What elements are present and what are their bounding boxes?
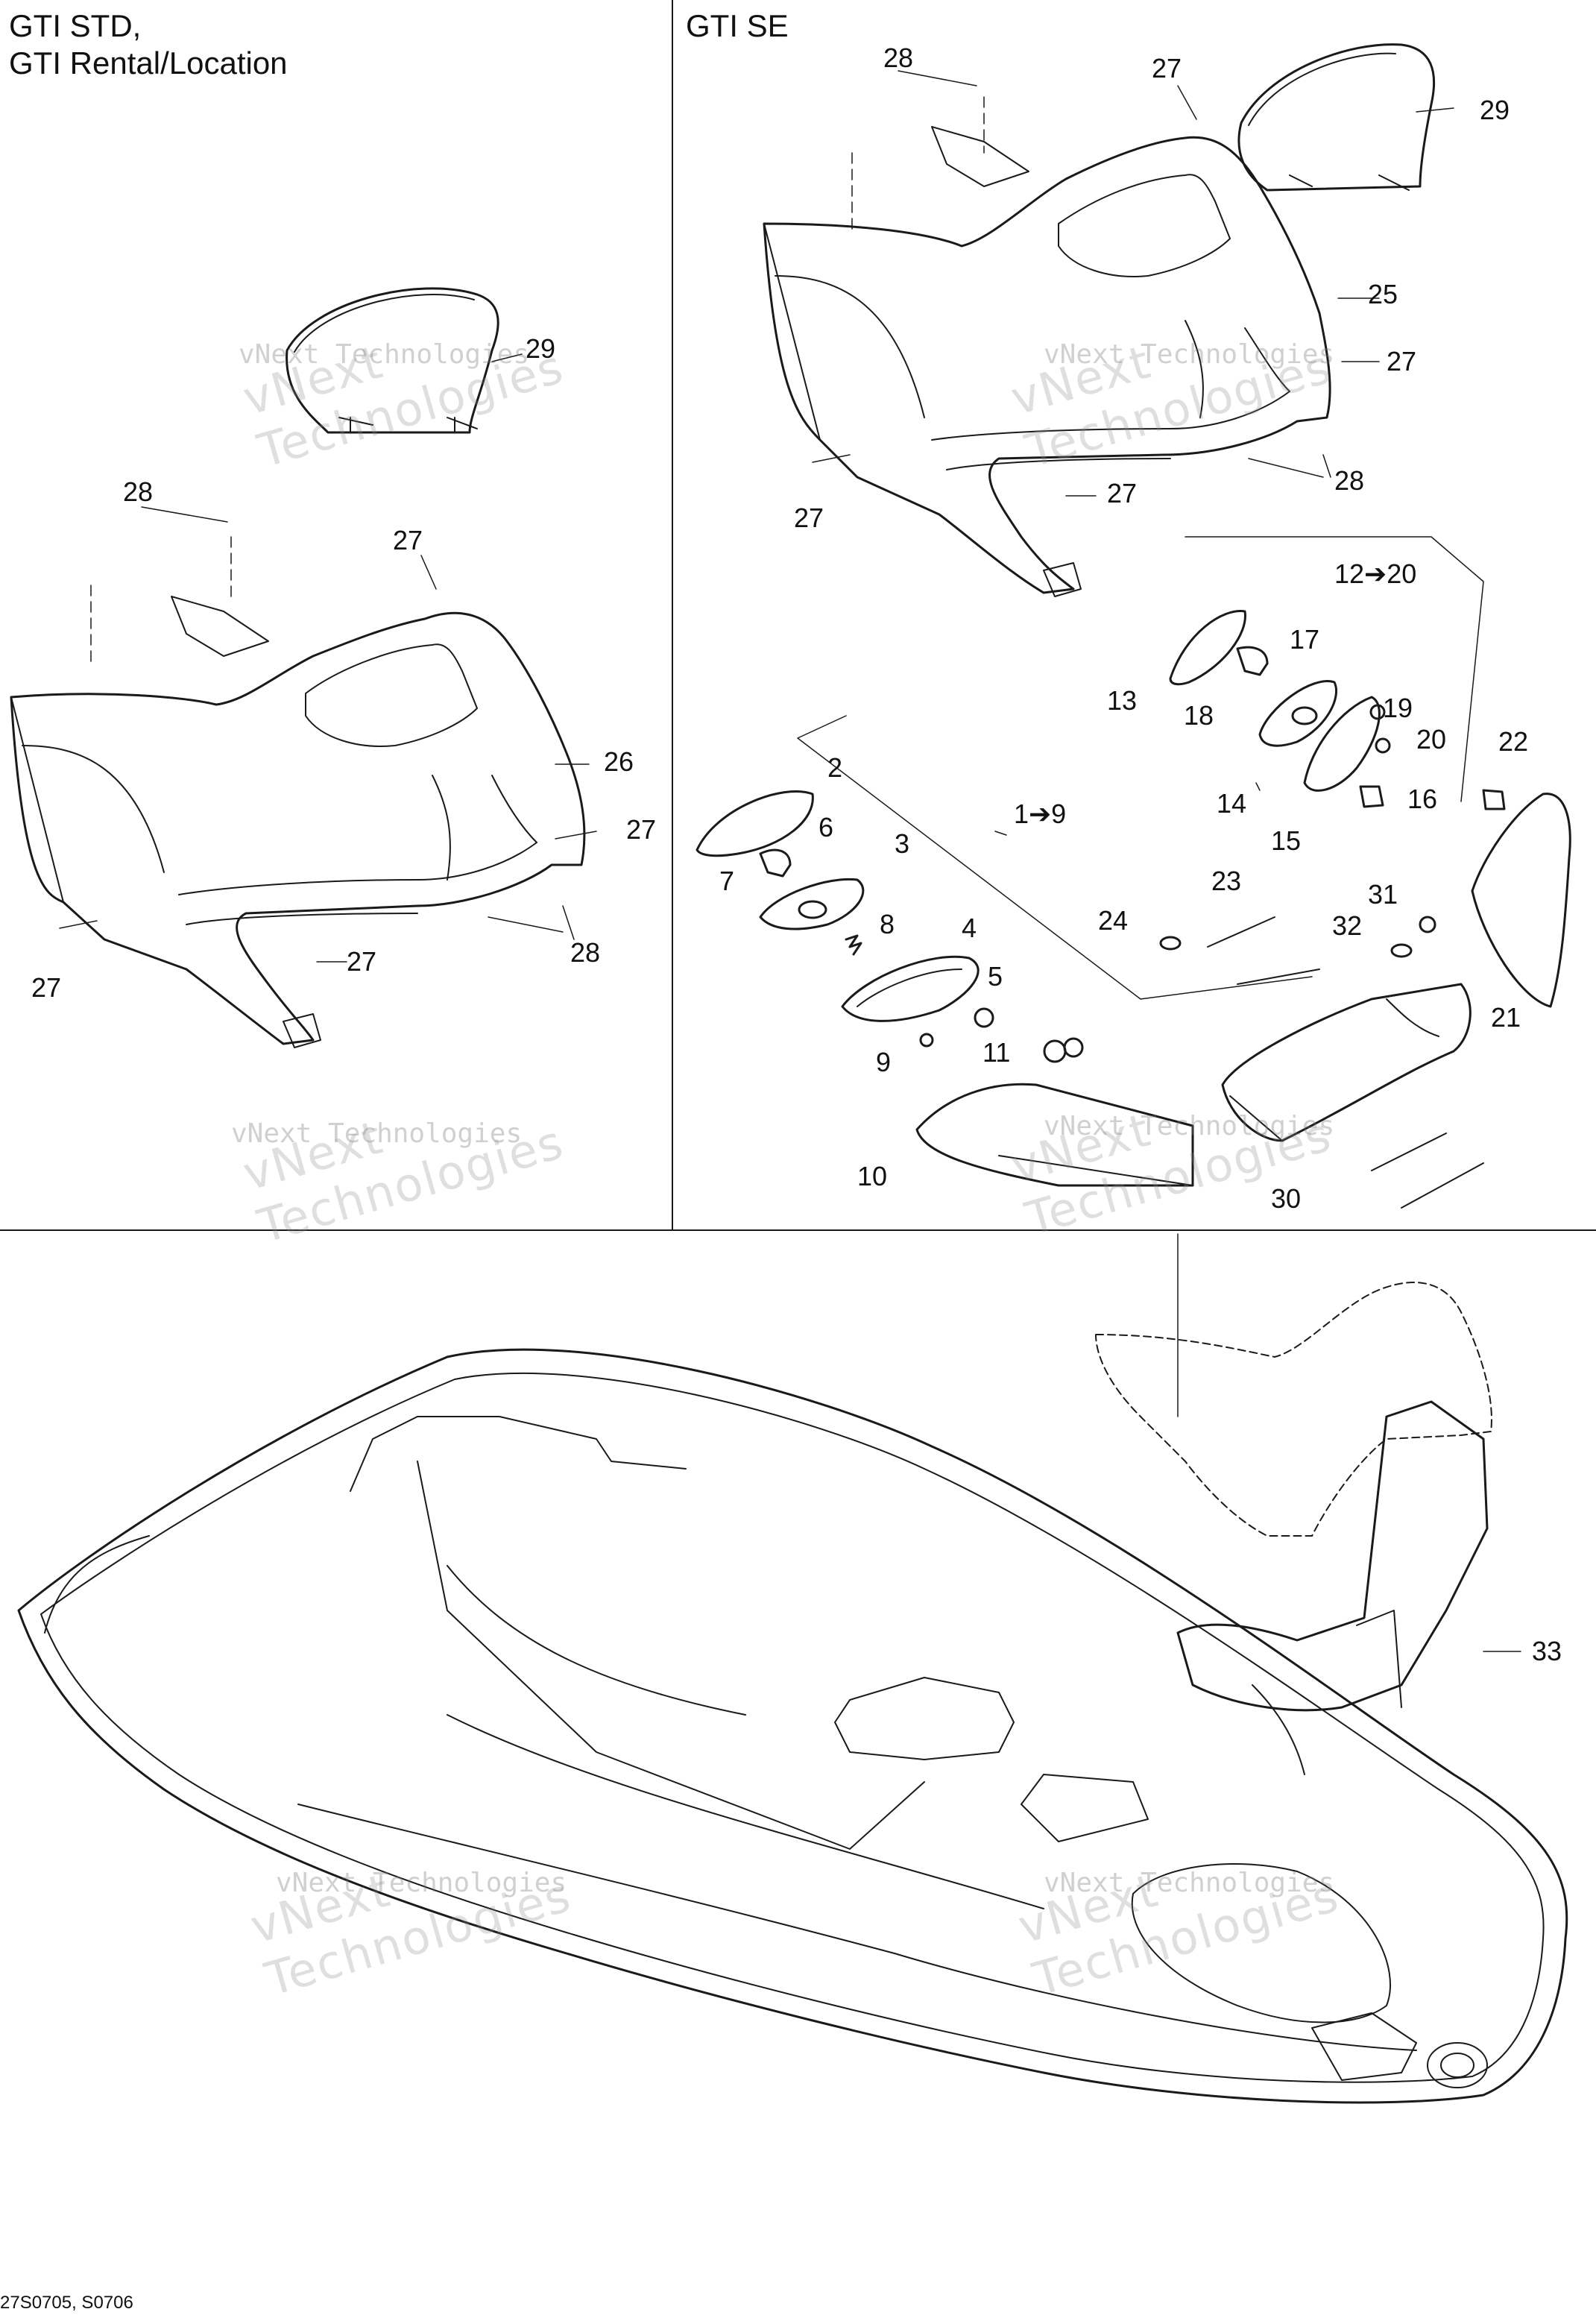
std-seat-body [10,596,586,1048]
callout-26-std: 26 [604,746,634,777]
se-seat-cover [1237,43,1436,192]
section-title-gti-std: GTI STD, GTI Rental/Location [9,7,288,82]
part-9-screw [919,1033,934,1048]
callout-28-std-bottom: 28 [570,937,601,968]
callout-16: 16 [1407,784,1438,814]
part-11-grommet [1043,1037,1084,1063]
part-2-lens [696,790,814,857]
section-title-gti-se: GTI SE [686,8,789,43]
part-19-20-hardware [1369,704,1391,754]
callout-5: 5 [988,961,1003,992]
part-24-washer [1159,936,1182,951]
callout-8: 8 [880,909,895,939]
part-4-housing [841,955,980,1022]
part-33-cover [1176,1400,1489,1712]
callout-27-std-right: 27 [626,814,657,845]
callout-28-se-top: 28 [883,42,914,73]
part-17-bulb [1236,646,1269,676]
part-22-nut [1482,789,1506,810]
callout-30: 30 [1271,1183,1302,1214]
callout-range-12-20: 12➔20 [1334,558,1417,589]
callout-27-se-top: 27 [1152,53,1182,84]
part-5-nut [974,1007,994,1028]
callout-32: 32 [1332,910,1363,941]
hull-deck [17,1348,1568,2104]
part-21-cover [1471,793,1571,1008]
callout-14: 14 [1217,788,1247,819]
callout-15: 15 [1271,825,1302,856]
part-14-base [1258,680,1338,747]
callout-4: 4 [962,913,977,943]
callout-3: 3 [895,828,910,859]
callout-2: 2 [827,752,843,783]
callout-27-se-left: 27 [794,503,824,533]
part-16-nut [1359,785,1384,808]
std-seat-cover [286,287,499,434]
part-15-housing [1303,696,1381,792]
callout-27-se-right: 27 [1387,346,1417,377]
callout-27-std-bottom: 27 [347,946,377,977]
callout-19: 19 [1383,693,1413,723]
se-seat-body [763,126,1331,597]
callout-10: 10 [857,1161,888,1191]
std-leader-lines [59,353,597,963]
callout-20: 20 [1416,724,1447,755]
callout-22: 22 [1498,726,1529,757]
section-title-gti-std-line1: GTI STD, [9,8,142,43]
part-8-spring [845,934,862,956]
part-13-lens [1169,610,1246,686]
callout-13: 13 [1107,685,1138,716]
part-10-cover [915,1083,1194,1187]
callout-24: 24 [1098,905,1129,936]
callout-27-std-left: 27 [31,972,62,1003]
callout-29-std: 29 [526,333,556,364]
callout-7: 7 [719,866,735,896]
callout-27-se-mid: 27 [1107,478,1138,508]
part-31-nut [1419,916,1436,933]
part-32-washer [1390,943,1413,958]
callout-25-se: 25 [1368,279,1398,309]
callout-9: 9 [876,1047,892,1077]
callout-28-std-top: 28 [123,476,154,507]
part-3-base [759,878,865,930]
callout-range-1-9: 1➔9 [1014,799,1067,829]
callout-17: 17 [1290,624,1320,655]
se-leader-lines [812,70,1454,497]
part-30-bracket [1221,983,1472,1142]
part-6-bulb [759,848,792,878]
callout-28-se-bottom: 28 [1334,465,1365,496]
part-23-bolts [1207,916,1484,1209]
callout-21: 21 [1491,1002,1521,1033]
callout-23: 23 [1211,866,1242,896]
callout-18: 18 [1184,700,1214,731]
section-title-gti-std-line2: GTI Rental/Location [9,45,288,81]
callout-33: 33 [1532,1636,1562,1666]
callout-6: 6 [818,812,834,842]
callout-11: 11 [982,1037,1011,1068]
se-exploded-frames [797,536,1484,1000]
callout-27-std-top: 27 [393,525,423,555]
callout-29-se: 29 [1480,95,1510,125]
figure-code-footer: 27S0705, S0706 [0,2293,133,2313]
ghost-seat-outline [1095,1282,1492,1537]
callout-31: 31 [1368,879,1398,910]
